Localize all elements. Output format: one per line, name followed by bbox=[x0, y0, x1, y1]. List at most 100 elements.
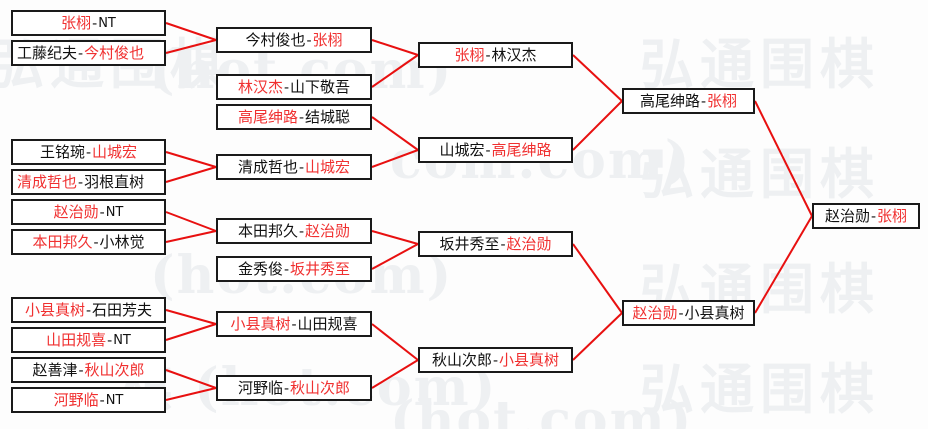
player-right: 秋山次郎 bbox=[290, 378, 351, 397]
match-box[interactable]: 高尾绅路-张栩 bbox=[622, 88, 755, 114]
player-right-nt: NT bbox=[105, 204, 124, 220]
connector-line bbox=[754, 215, 813, 314]
match-box[interactable]: 张栩-林汉杰 bbox=[418, 42, 573, 68]
player-right-nt: NT bbox=[113, 332, 131, 348]
match-separator: - bbox=[78, 172, 84, 191]
player-left: 高尾绅路 bbox=[639, 91, 700, 110]
match-box[interactable]: 工藤纪夫-今村俊也 bbox=[11, 40, 166, 66]
match-separator: - bbox=[678, 303, 684, 322]
connector-line bbox=[165, 166, 217, 183]
player-right: 山下敬吾 bbox=[290, 77, 351, 96]
match-box[interactable]: 赵治勋-小县真树 bbox=[622, 300, 755, 326]
match-box[interactable]: 坂井秀至-赵治勋 bbox=[418, 231, 573, 257]
player-left: 赵治勋 bbox=[53, 202, 99, 221]
match-box[interactable]: 山田规喜-NT bbox=[11, 327, 166, 353]
player-left: 张栩 bbox=[454, 45, 485, 64]
match-box[interactable]: 本田邦久-赵治勋 bbox=[216, 218, 372, 244]
player-left: 秋山次郎 bbox=[431, 350, 492, 369]
match-box[interactable]: 山城宏-高尾绅路 bbox=[418, 137, 573, 163]
player-right: 山田规喜 bbox=[297, 314, 358, 333]
connector-line bbox=[572, 54, 623, 102]
connector-line bbox=[165, 323, 217, 341]
match-box[interactable]: 秋山次郎-小县真树 bbox=[418, 347, 573, 373]
match-separator: - bbox=[92, 13, 98, 32]
connector-line bbox=[572, 100, 623, 151]
match-separator: - bbox=[298, 221, 305, 240]
match-separator: - bbox=[306, 30, 312, 49]
match-box[interactable]: 小县真树-山田规喜 bbox=[216, 311, 372, 337]
player-right: 赵治勋 bbox=[506, 234, 552, 253]
match-separator: - bbox=[870, 206, 877, 225]
player-right: 石田芳夫 bbox=[92, 300, 153, 319]
player-right: 高尾绅路 bbox=[491, 140, 552, 159]
player-left: 赵治勋 bbox=[824, 206, 870, 225]
match-separator: - bbox=[298, 107, 305, 126]
player-left: 高尾绅路 bbox=[237, 107, 298, 126]
match-box[interactable]: 小县真树-石田芳夫 bbox=[11, 297, 166, 323]
connector-line bbox=[165, 309, 217, 325]
player-left: 山城宏 bbox=[439, 140, 485, 159]
player-left: 赵治勋 bbox=[632, 303, 678, 322]
player-left: 坂井秀至 bbox=[439, 234, 500, 253]
match-separator: - bbox=[492, 350, 499, 369]
player-left: 清成哲也 bbox=[17, 172, 78, 191]
connector-line bbox=[165, 22, 217, 41]
connector-line bbox=[371, 243, 419, 270]
player-left: 河野临 bbox=[237, 378, 283, 397]
match-separator: - bbox=[99, 202, 105, 221]
player-right: 张栩 bbox=[877, 206, 908, 225]
match-separator: - bbox=[291, 314, 297, 333]
match-separator: - bbox=[78, 43, 84, 62]
connector-line bbox=[371, 323, 419, 361]
watermark-text: 弘通围棋 bbox=[640, 142, 880, 206]
match-box[interactable]: 高尾绅路-结城聪 bbox=[216, 104, 372, 130]
player-left: 河野临 bbox=[53, 390, 99, 409]
match-box[interactable]: 赵治勋-NT bbox=[11, 199, 166, 225]
match-separator: - bbox=[85, 300, 92, 319]
match-separator: - bbox=[283, 378, 290, 397]
player-right: 山城宏 bbox=[305, 157, 351, 176]
player-left: 本田邦久 bbox=[237, 221, 298, 240]
match-separator: - bbox=[85, 142, 92, 161]
player-left: 小县真树 bbox=[230, 314, 291, 333]
connector-line bbox=[371, 116, 419, 151]
match-separator: - bbox=[283, 77, 290, 96]
match-box[interactable]: 赵善津-秋山次郎 bbox=[11, 357, 166, 383]
player-right: 小县真树 bbox=[499, 350, 560, 369]
match-box[interactable]: 河野临-秋山次郎 bbox=[216, 375, 372, 401]
match-separator: - bbox=[485, 140, 491, 159]
match-box[interactable]: 金秀俊-坂井秀至 bbox=[216, 256, 372, 282]
connector-line bbox=[371, 230, 419, 245]
player-left: 王铭琬 bbox=[39, 142, 85, 161]
match-box[interactable]: 河野临-NT bbox=[11, 387, 166, 413]
player-right: 结城聪 bbox=[305, 107, 351, 126]
player-right: 坂井秀至 bbox=[290, 259, 351, 278]
match-box[interactable]: 本田邦久-小林觉 bbox=[11, 229, 166, 255]
player-right: 秋山次郎 bbox=[84, 360, 145, 379]
player-left: 本田邦久 bbox=[32, 232, 93, 251]
player-left: 林汉杰 bbox=[237, 77, 283, 96]
match-box[interactable]: 清成哲也-羽根直树 bbox=[11, 169, 166, 195]
player-right: 山城宏 bbox=[92, 142, 138, 161]
match-separator: - bbox=[298, 157, 305, 176]
connector-line bbox=[371, 39, 419, 56]
connector-line bbox=[572, 312, 623, 361]
player-left: 今村俊也 bbox=[245, 30, 306, 49]
player-right-nt: NT bbox=[98, 15, 116, 31]
player-left: 清成哲也 bbox=[237, 157, 298, 176]
match-box[interactable]: 赵治勋-张栩 bbox=[812, 203, 920, 229]
match-separator: - bbox=[78, 360, 84, 379]
player-right: 林汉杰 bbox=[491, 45, 537, 64]
match-box[interactable]: 王铭琬-山城宏 bbox=[11, 139, 166, 165]
player-right: 张栩 bbox=[312, 30, 343, 49]
player-right-nt: NT bbox=[105, 392, 124, 408]
match-box[interactable]: 清成哲也-山城宏 bbox=[216, 154, 372, 180]
player-left: 山田规喜 bbox=[46, 330, 107, 349]
match-box[interactable]: 张栩-NT bbox=[11, 10, 166, 36]
match-box[interactable]: 林汉杰-山下敬吾 bbox=[216, 74, 372, 100]
player-right: 小县真树 bbox=[684, 303, 745, 322]
connector-line bbox=[754, 100, 813, 217]
match-box[interactable]: 今村俊也-张栩 bbox=[216, 27, 372, 53]
player-left: 工藤纪夫 bbox=[17, 43, 78, 62]
